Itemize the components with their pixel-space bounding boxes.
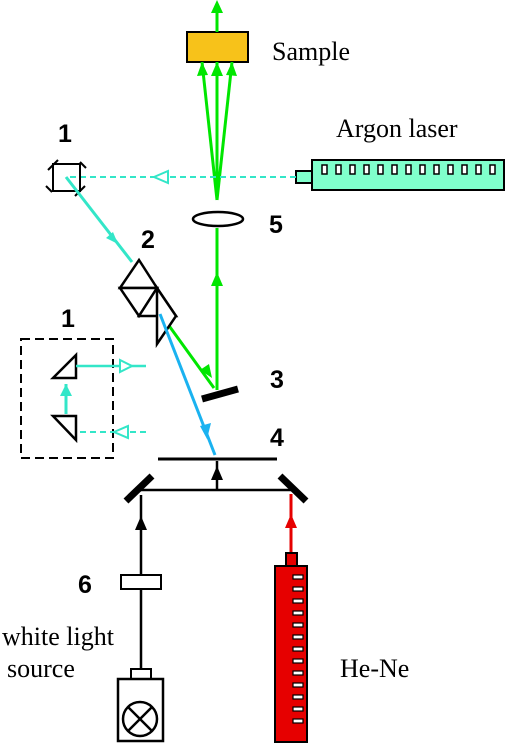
filter-6 xyxy=(120,574,162,590)
dashed-filter-box xyxy=(20,338,114,459)
hene-laser-body xyxy=(274,565,308,743)
mirror-3 xyxy=(201,385,239,403)
hene-laser-fins xyxy=(292,574,304,724)
green-beam-left xyxy=(200,61,219,201)
label-1-box: 1 xyxy=(61,305,75,333)
red-beam-arrow xyxy=(285,514,297,528)
green-beam-right xyxy=(215,61,234,201)
white-light-label-1: white light xyxy=(2,622,115,651)
label-3: 3 xyxy=(270,366,284,394)
box-cyan-in-arrow xyxy=(111,424,129,440)
mirror-1-ticks xyxy=(45,159,87,197)
black-arrow-up-center xyxy=(211,466,223,480)
black-arrow-up-left xyxy=(135,516,147,530)
cyan-beam-mirror-to-prism xyxy=(64,176,134,263)
label-5: 5 xyxy=(269,211,283,239)
sample-label: Sample xyxy=(272,37,350,66)
box-prism-upper xyxy=(49,351,78,380)
fold-mirror-left xyxy=(123,473,155,504)
cyan-beam-arrow xyxy=(106,232,118,244)
white-light-label-2: source xyxy=(7,654,75,683)
prism-2 xyxy=(117,257,179,349)
box-cyan-vertical-arrow xyxy=(60,384,72,396)
green-arrow-top xyxy=(211,0,223,13)
lens-5 xyxy=(191,210,245,228)
blue-beam-arrow xyxy=(200,423,211,439)
green-arrow-right xyxy=(226,62,237,76)
green-arrow-diagonal xyxy=(200,364,212,378)
argon-laser-fins xyxy=(321,164,496,175)
black-beam-paths xyxy=(139,461,291,692)
hene-label: He-Ne xyxy=(340,654,409,683)
green-arrow-left xyxy=(197,62,208,76)
hene-nozzle xyxy=(285,552,298,567)
label-1-top: 1 xyxy=(58,120,72,148)
argon-laser-nozzle xyxy=(295,170,313,184)
argon-laser-label: Argon laser xyxy=(336,114,458,143)
label-4: 4 xyxy=(270,424,284,452)
sample-block xyxy=(186,31,249,63)
green-beam-prism-to-mirror3 xyxy=(160,315,216,389)
argon-beam-arrow xyxy=(151,169,169,185)
box-cyan-out-arrow xyxy=(119,358,135,374)
mirror-1-box xyxy=(52,163,81,192)
green-arrow-lower xyxy=(211,272,223,286)
label-6: 6 xyxy=(78,571,92,599)
fold-mirror-right xyxy=(277,473,309,504)
label-2: 2 xyxy=(141,226,155,254)
lamp-stem xyxy=(130,668,152,680)
green-arrowheads xyxy=(197,0,237,378)
box-prism-lower xyxy=(50,414,78,444)
lamp-cross-b xyxy=(127,706,153,732)
green-arrow-center xyxy=(211,62,223,76)
